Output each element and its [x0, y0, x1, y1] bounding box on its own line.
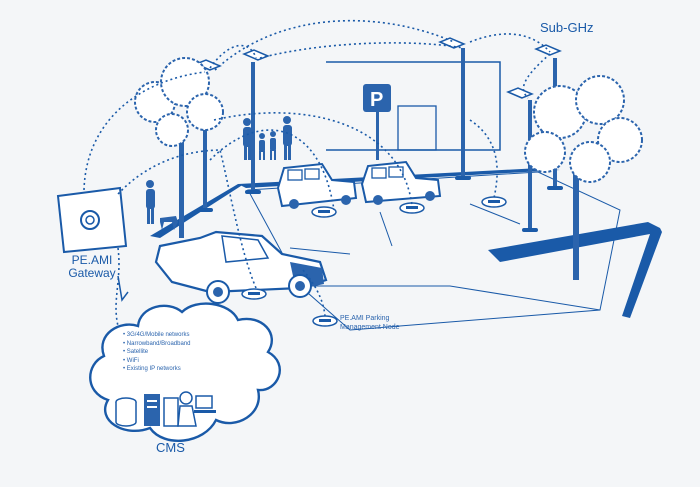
- sensor-node-icon: [481, 196, 507, 208]
- network-item: WiFi: [123, 357, 191, 366]
- gateway-label: PE.AMI Gateway: [60, 254, 124, 280]
- car-icon: [276, 162, 358, 209]
- network-item: Satellite: [123, 348, 191, 357]
- network-list: 3G/4G/Mobile networks Narrowband/Broadba…: [123, 331, 191, 374]
- car-icon: [154, 230, 328, 304]
- car-icon: [360, 160, 442, 205]
- gateway-label-line1: PE.AMI: [71, 253, 113, 267]
- streetlight-icon: [439, 37, 465, 49]
- gateway-icon: [56, 186, 128, 254]
- tree-icon: [524, 75, 643, 280]
- sensor-node-icon: [312, 315, 338, 327]
- node-label-line2: Management Node: [340, 324, 400, 331]
- streetlight-icon: [243, 49, 269, 61]
- node-label-line1: PE.AMI Parking: [340, 315, 390, 322]
- space-lines: [289, 203, 601, 311]
- radio-label: Sub-GHz: [540, 20, 594, 35]
- server-icon: [115, 394, 179, 427]
- curb-left: [150, 184, 244, 238]
- sensor-node-icon: [311, 206, 337, 218]
- sensor-node-icon: [399, 202, 425, 214]
- streetlight-icon: [507, 87, 533, 99]
- person-icon: [177, 391, 216, 427]
- person-icon: [146, 116, 292, 230]
- network-item: Narrowband/Broadband: [123, 340, 191, 349]
- cms-label: CMS: [156, 440, 185, 455]
- radio-links: [83, 19, 551, 327]
- gateway-pointer: [117, 275, 129, 302]
- tree-icon: [134, 57, 224, 238]
- gateway-label-line2: Gateway: [68, 266, 116, 280]
- wall-door: [397, 105, 437, 151]
- curb-right: [488, 222, 662, 318]
- network-item: Existing IP networks: [123, 365, 191, 374]
- parking-sign-letter: P: [370, 89, 383, 111]
- sensor-node-icon: [241, 288, 267, 300]
- node-label: PE.AMI Parking Management Node: [340, 314, 400, 332]
- streetlight-icon: [535, 44, 561, 56]
- parking-sign-icon: P: [363, 84, 391, 160]
- streetlight-icon: [455, 48, 471, 180]
- network-item: 3G/4G/Mobile networks: [123, 331, 191, 340]
